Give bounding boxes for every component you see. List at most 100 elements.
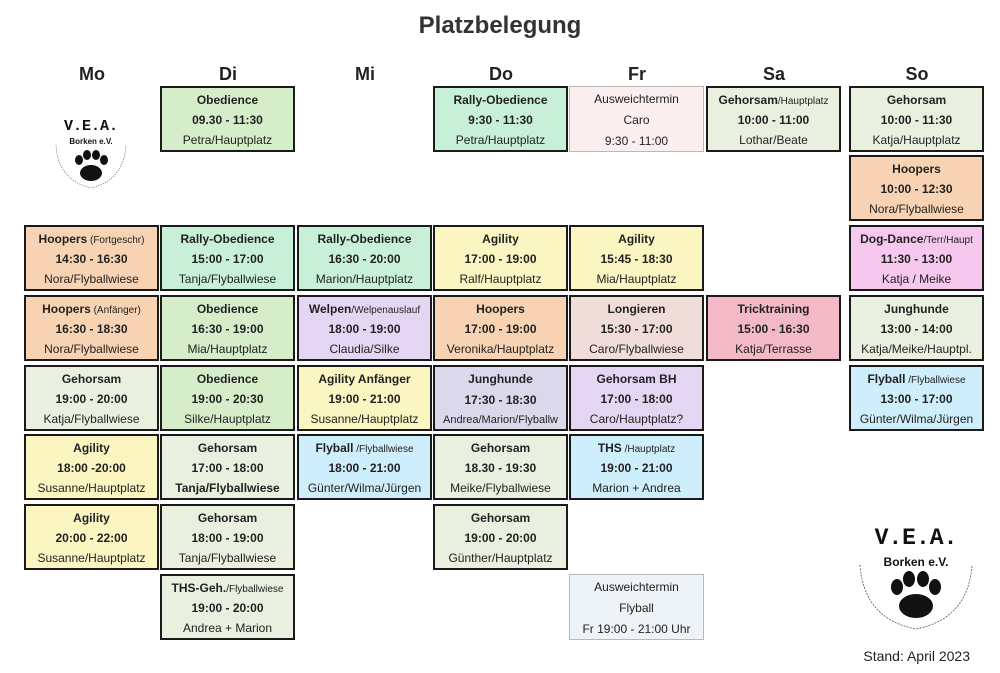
entry-trainer-place: Ralf/Hauptplatz bbox=[459, 272, 542, 286]
entry-trainer-place: Susanne/Hauptplatz bbox=[310, 412, 419, 426]
entry-location-note: /Flyballwiese bbox=[226, 584, 284, 595]
entry-location-note: /Terr/Haupt bbox=[923, 235, 973, 246]
entry-activity: Hoopers bbox=[38, 232, 88, 246]
entry-time: 18:00 - 19:00 bbox=[328, 322, 401, 336]
entry-title: Rally-Obedience bbox=[180, 232, 274, 246]
entry-activity: Gehorsam bbox=[197, 511, 258, 525]
paw-icon bbox=[55, 144, 127, 189]
entry-time: 13:00 - 14:00 bbox=[880, 322, 953, 336]
entry-activity: Hoopers bbox=[42, 302, 91, 316]
day-header-di: Di bbox=[219, 64, 237, 84]
entry-title: Agility bbox=[73, 441, 110, 455]
entry-time: 15:30 - 17:00 bbox=[600, 322, 673, 336]
entry-activity: Obedience bbox=[196, 93, 259, 107]
entry-activity: Tricktraining bbox=[737, 302, 810, 316]
entry-trainer-place: Katja / Meike bbox=[881, 272, 952, 286]
entry-title: Flyball /Flyballwiese bbox=[867, 372, 965, 386]
entry-activity: Dog-Dance bbox=[860, 232, 924, 246]
entry-title: THS /Hauptplatz bbox=[598, 441, 675, 455]
entry-location-note: /Flyballwiese bbox=[905, 375, 966, 386]
entry-trainer-place: Silke/Hauptplatz bbox=[184, 412, 271, 426]
entry-activity: Obedience bbox=[196, 372, 259, 386]
entry-title: Agility Anfänger bbox=[318, 372, 410, 386]
entry-activity: Agility bbox=[618, 232, 655, 246]
entry-location-note: /Hauptplatz bbox=[621, 444, 676, 455]
entry-time: 18:00 -20:00 bbox=[57, 461, 126, 475]
entry-activity: Junghunde bbox=[884, 302, 949, 316]
day-header-so: So bbox=[905, 64, 929, 84]
entry-time: 17:00 - 18:00 bbox=[600, 392, 673, 406]
entry-time: 14:30 - 16:30 bbox=[55, 252, 128, 266]
entry-trainer-place: Mia/Hauptplatz bbox=[596, 272, 677, 286]
entry-time: Caro bbox=[623, 113, 650, 127]
day-header-mo: Mo bbox=[79, 64, 105, 84]
entry-activity: Rally-Obedience bbox=[180, 232, 275, 246]
entry-activity: Gehorsam bbox=[61, 372, 122, 386]
entry-time: 10:00 - 12:30 bbox=[880, 182, 953, 196]
entry-time: 19:00 - 20:30 bbox=[191, 392, 264, 406]
entry-activity: Agility bbox=[73, 441, 110, 455]
entry-time: 17:00 - 19:00 bbox=[464, 322, 537, 336]
entry-title: Obedience bbox=[197, 302, 258, 316]
day-header-fr: Fr bbox=[628, 64, 646, 84]
entry-title: Tricktraining bbox=[737, 302, 809, 316]
entry-trainer-place: Nora/Flyballwiese bbox=[869, 202, 964, 216]
entry-trainer-place: Katja/Hauptplatz bbox=[872, 133, 961, 147]
entry-title: Hoopers bbox=[476, 302, 525, 316]
logo-text: V.E.A. bbox=[63, 118, 118, 135]
day-header-do: Do bbox=[489, 64, 513, 84]
entry-activity: Gehorsam bbox=[470, 511, 531, 525]
entry-title: Flyball /Flyballwiese bbox=[315, 441, 413, 455]
entry-title: Dog-Dance/Terr/Haupt bbox=[860, 232, 973, 246]
entry-activity: Gehorsam bbox=[886, 93, 947, 107]
club-logo-large: V.E.A. Borken e.V. bbox=[850, 515, 982, 635]
entry-trainer-place: Nora/Flyballwiese bbox=[44, 272, 139, 286]
entry-trainer-place: Andrea/Marion/Flyballw bbox=[443, 414, 558, 426]
entry-time: 10:00 - 11:00 bbox=[737, 113, 810, 127]
entry-trainer-place: Petra/Hauptplatz bbox=[455, 133, 546, 147]
entry-trainer-place: Tanja/Flyballwiese bbox=[175, 481, 280, 495]
entry-trainer-place: Petra/Hauptplatz bbox=[182, 133, 273, 147]
entry-trainer-place: 9:30 - 11:00 bbox=[604, 134, 669, 148]
entry-activity: Junghunde bbox=[468, 372, 533, 386]
entry-time: 15:45 - 18:30 bbox=[600, 252, 673, 266]
entry-title: Gehorsam bbox=[62, 372, 121, 386]
entry-trainer-place: Susanne/Hauptplatz bbox=[37, 551, 146, 565]
entry-trainer-place: Marion + Andrea bbox=[592, 481, 681, 495]
entry-activity: Agility bbox=[482, 232, 519, 246]
entry-time: 15:00 - 17:00 bbox=[191, 252, 264, 266]
entry-title: Gehorsam bbox=[887, 93, 946, 107]
entry-trainer-place: Katja/Meike/Hauptpl. bbox=[861, 342, 972, 356]
entry-title: Agility bbox=[618, 232, 655, 246]
entry-activity: THS-Geh. bbox=[171, 581, 227, 595]
entry-trainer-place: Tanja/Flyballwiese bbox=[178, 551, 277, 565]
entry-title: Junghunde bbox=[468, 372, 533, 386]
page-title: Platzbelegung bbox=[418, 12, 582, 39]
entry-location-note: /Hauptplatz bbox=[777, 96, 829, 107]
entry-title: Ausweichtermin bbox=[594, 92, 679, 106]
entry-activity: Gehorsam bbox=[197, 441, 258, 455]
entry-trainer-place: Caro/Flyballwiese bbox=[589, 342, 684, 356]
entry-trainer-place: Claudia/Silke bbox=[329, 342, 400, 356]
entry-activity: Longieren bbox=[607, 302, 666, 316]
entry-trainer-place: Mia/Hauptplatz bbox=[187, 342, 268, 356]
